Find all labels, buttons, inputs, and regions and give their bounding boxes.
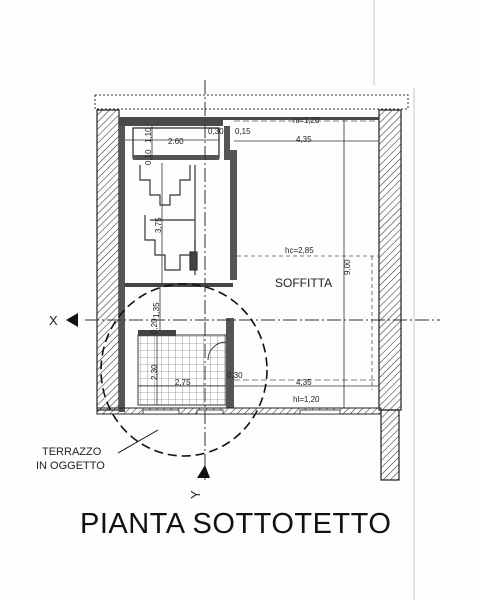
dim-0-15: 0,15 [235, 127, 251, 136]
dim-0-30-top: 0,30 [208, 127, 224, 136]
window-1 [142, 409, 180, 415]
window-2 [196, 409, 224, 415]
west-wall [96, 109, 120, 411]
room-label-soffitta: SOFFITTA [275, 276, 332, 290]
callout-leader-line [117, 429, 159, 454]
east-wall-extension [380, 409, 400, 481]
north-wall-left [119, 117, 223, 126]
terrace-east-wall [226, 318, 234, 408]
dim-4-35-top: 4,35 [296, 135, 312, 144]
dim-2-75: 2,75 [175, 378, 191, 387]
terrace-floor [137, 334, 227, 406]
callout-label-line1: TERRAZZO [42, 446, 102, 458]
roof-eave-outline [94, 94, 409, 110]
callout-label-line2: IN OGGETTO [36, 460, 105, 472]
dim-1-35: 1,35 [152, 302, 161, 318]
inner-wall-west [119, 117, 125, 412]
section-y-arrow-icon [197, 465, 210, 478]
section-x-label: X [49, 313, 58, 328]
dim-0-20: 0,20 [150, 318, 159, 334]
dim-0-30-bottom: 0,30 [227, 371, 243, 380]
partition-stub [224, 126, 230, 160]
height-label-hl-bottom: hl=1,20 [293, 395, 320, 404]
north-wall-right [223, 117, 379, 120]
height-label-hc: hc=2,85 [285, 246, 314, 255]
stair-partition-wall [230, 150, 237, 280]
dim-1-10: 1,10 [144, 127, 153, 143]
dim-4-35-bottom: 4,35 [296, 378, 312, 387]
section-y-label: Y [188, 490, 203, 499]
door-swing-arc [207, 341, 227, 361]
dim-2-30: 2,30 [150, 364, 159, 380]
dim-3-75: 3,75 [154, 217, 163, 233]
dim-2-60: 2.60 [168, 137, 184, 146]
staircase [139, 165, 198, 275]
height-label-hl-top: hl=1,20 [293, 116, 320, 125]
east-wall [378, 109, 402, 411]
storage-room-wall [133, 155, 219, 160]
terrace-wall [138, 330, 176, 336]
window-3 [299, 409, 341, 415]
dim-0-10: 0,10 [144, 149, 153, 165]
section-x-arrow-icon [66, 313, 78, 327]
drawing-title: PIANTA SOTTOTETTO [80, 508, 392, 540]
south-wall [96, 407, 382, 415]
dim-9-00: 9,00 [343, 259, 352, 275]
stair-landing-wall [125, 283, 233, 287]
terrace-callout-circle [100, 283, 268, 457]
dimension-lines [125, 120, 379, 408]
